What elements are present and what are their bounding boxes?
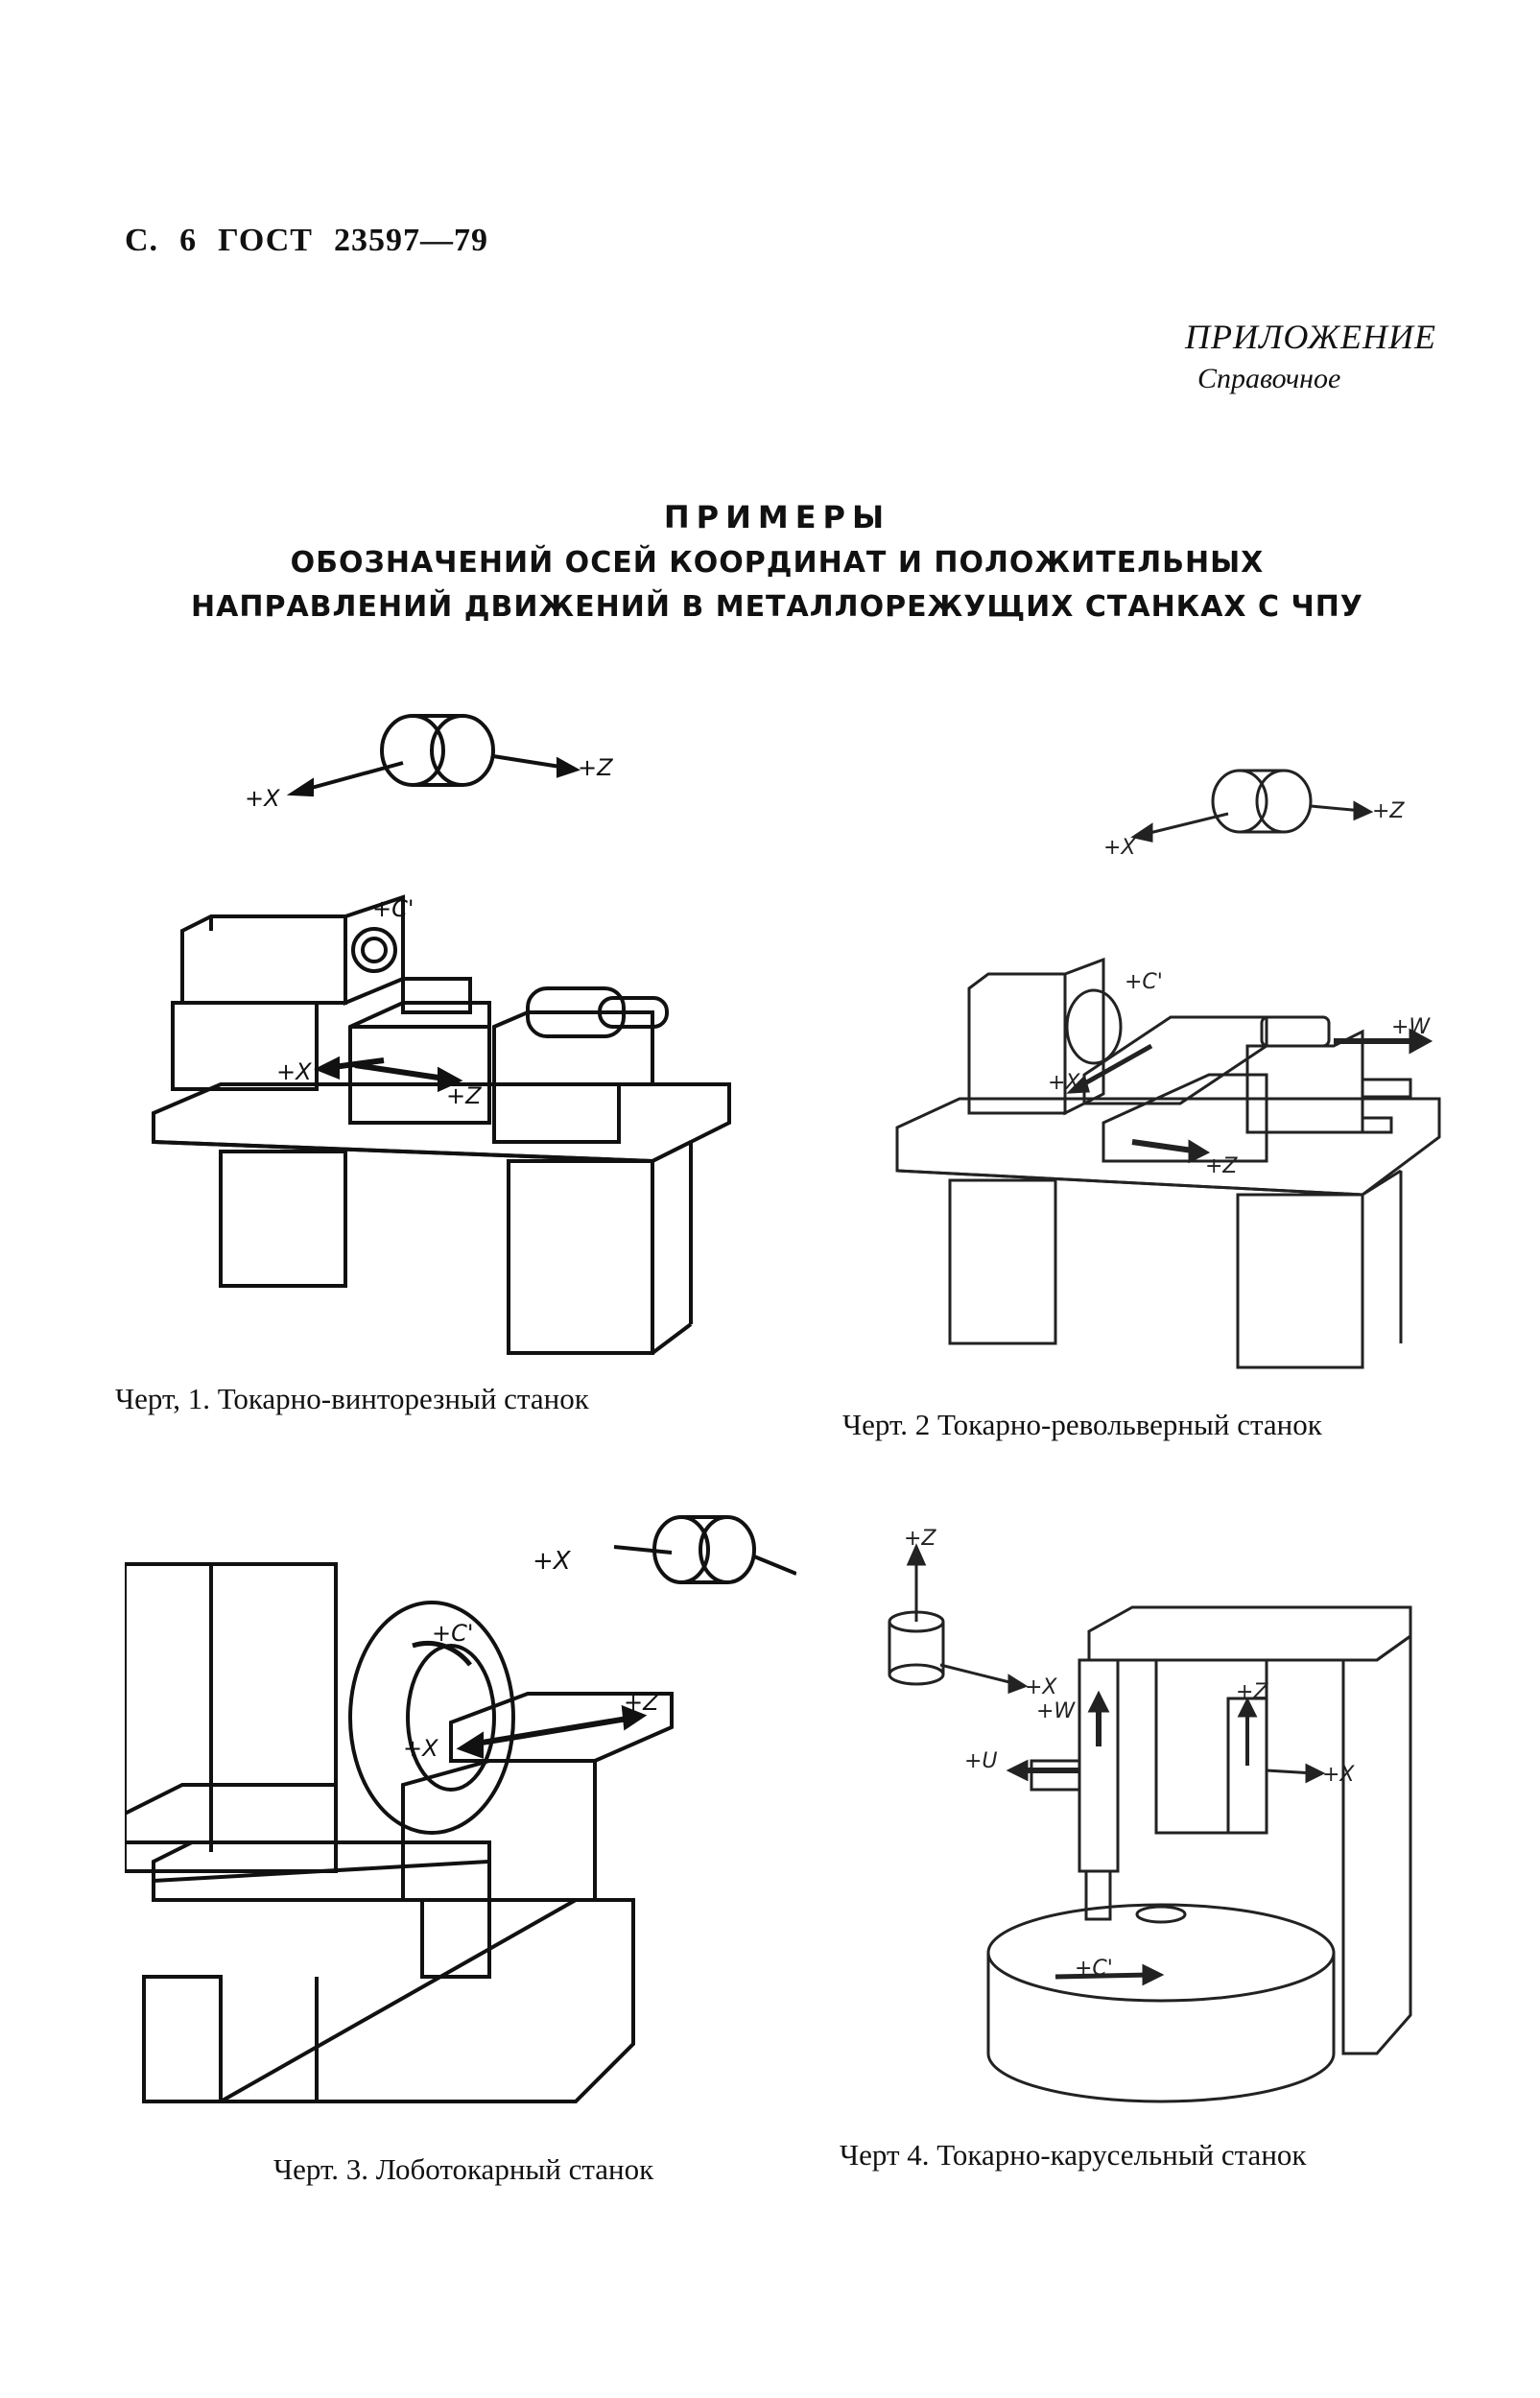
- label-u: +U: [964, 1749, 998, 1773]
- label-c: +C': [1075, 1957, 1113, 1981]
- label-z2: +Z: [1205, 1154, 1238, 1178]
- page-prefix: С.: [125, 223, 159, 258]
- figure-1-caption: Черт, 1. Токарно-винторезный станок: [115, 1382, 589, 1415]
- axis-symbol: [286, 714, 580, 797]
- figure-4-drawing: +Z +X +W +U +Z +X +C': [888, 1527, 1412, 2103]
- title-line-1: ОБОЗНАЧЕНИЙ ОСЕЙ КООРДИНАТ И ПОЛОЖИТЕЛЬН…: [290, 546, 1265, 580]
- label-x2: +X: [1048, 1071, 1080, 1095]
- figure-2-caption: Черт. 2 Токарно-револьверный станок: [842, 1408, 1322, 1441]
- label-w: +W: [1036, 1699, 1076, 1723]
- page-header: С. 6 ГОСТ 23597—79: [125, 223, 509, 259]
- label-c: +C': [372, 895, 414, 922]
- label-w: +W: [1391, 1015, 1431, 1039]
- label-c: +C': [432, 1620, 473, 1647]
- title-main: ПРИМЕРЫ: [663, 499, 891, 535]
- title-line-2: НАПРАВЛЕНИЙ ДВИЖЕНИЙ В МЕТАЛЛОРЕЖУЩИХ СТ…: [191, 590, 1363, 624]
- axis-label-x: +X: [1025, 1675, 1057, 1699]
- figure-1-drawing: +X +Z +C' +X +Z: [152, 714, 731, 1355]
- axis-symbol: [613, 1515, 796, 1584]
- figure-3-drawing: +X +C' +Z +X: [125, 1515, 796, 2103]
- figure-3-caption: Черт. 3. Лоботокарный станок: [273, 2152, 654, 2186]
- label-c: +C': [1125, 970, 1163, 994]
- axis-label-z: +Z: [904, 1527, 936, 1551]
- figure-4-caption: Черт 4. Токарно-карусельный станок: [840, 2138, 1307, 2172]
- standard-name: ГОСТ: [218, 223, 313, 258]
- appendix-title: ПРИЛОЖЕНИЕ: [1185, 318, 1436, 356]
- page-number: 6: [179, 223, 198, 258]
- label-x2: +X: [276, 1058, 312, 1085]
- label-z: +Z: [624, 1689, 659, 1716]
- standard-number: 23597—79: [333, 223, 488, 258]
- appendix-subtitle: Справочное: [1197, 363, 1341, 394]
- label-x2: +X: [403, 1735, 438, 1762]
- label-z2: +Z: [446, 1082, 482, 1109]
- axis-label-x: +X: [245, 785, 280, 812]
- axis-symbol: [888, 1543, 1029, 1695]
- axis-label-z: +Z: [578, 754, 613, 781]
- axis-label-x: +X: [533, 1547, 572, 1576]
- label-z2: +Z: [1236, 1680, 1268, 1704]
- figure-2-drawing: +X +Z +C' +X +W +Z: [895, 769, 1441, 1369]
- axis-label-x: +X: [1103, 836, 1136, 860]
- axis-label-z: +Z: [1372, 799, 1405, 823]
- axis-symbol: [1130, 769, 1374, 843]
- document-title: ПРИМЕРЫ ОБОЗНАЧЕНИЙ ОСЕЙ КООРДИНАТ И ПОЛ…: [115, 499, 1439, 629]
- label-x2: +X: [1322, 1763, 1355, 1787]
